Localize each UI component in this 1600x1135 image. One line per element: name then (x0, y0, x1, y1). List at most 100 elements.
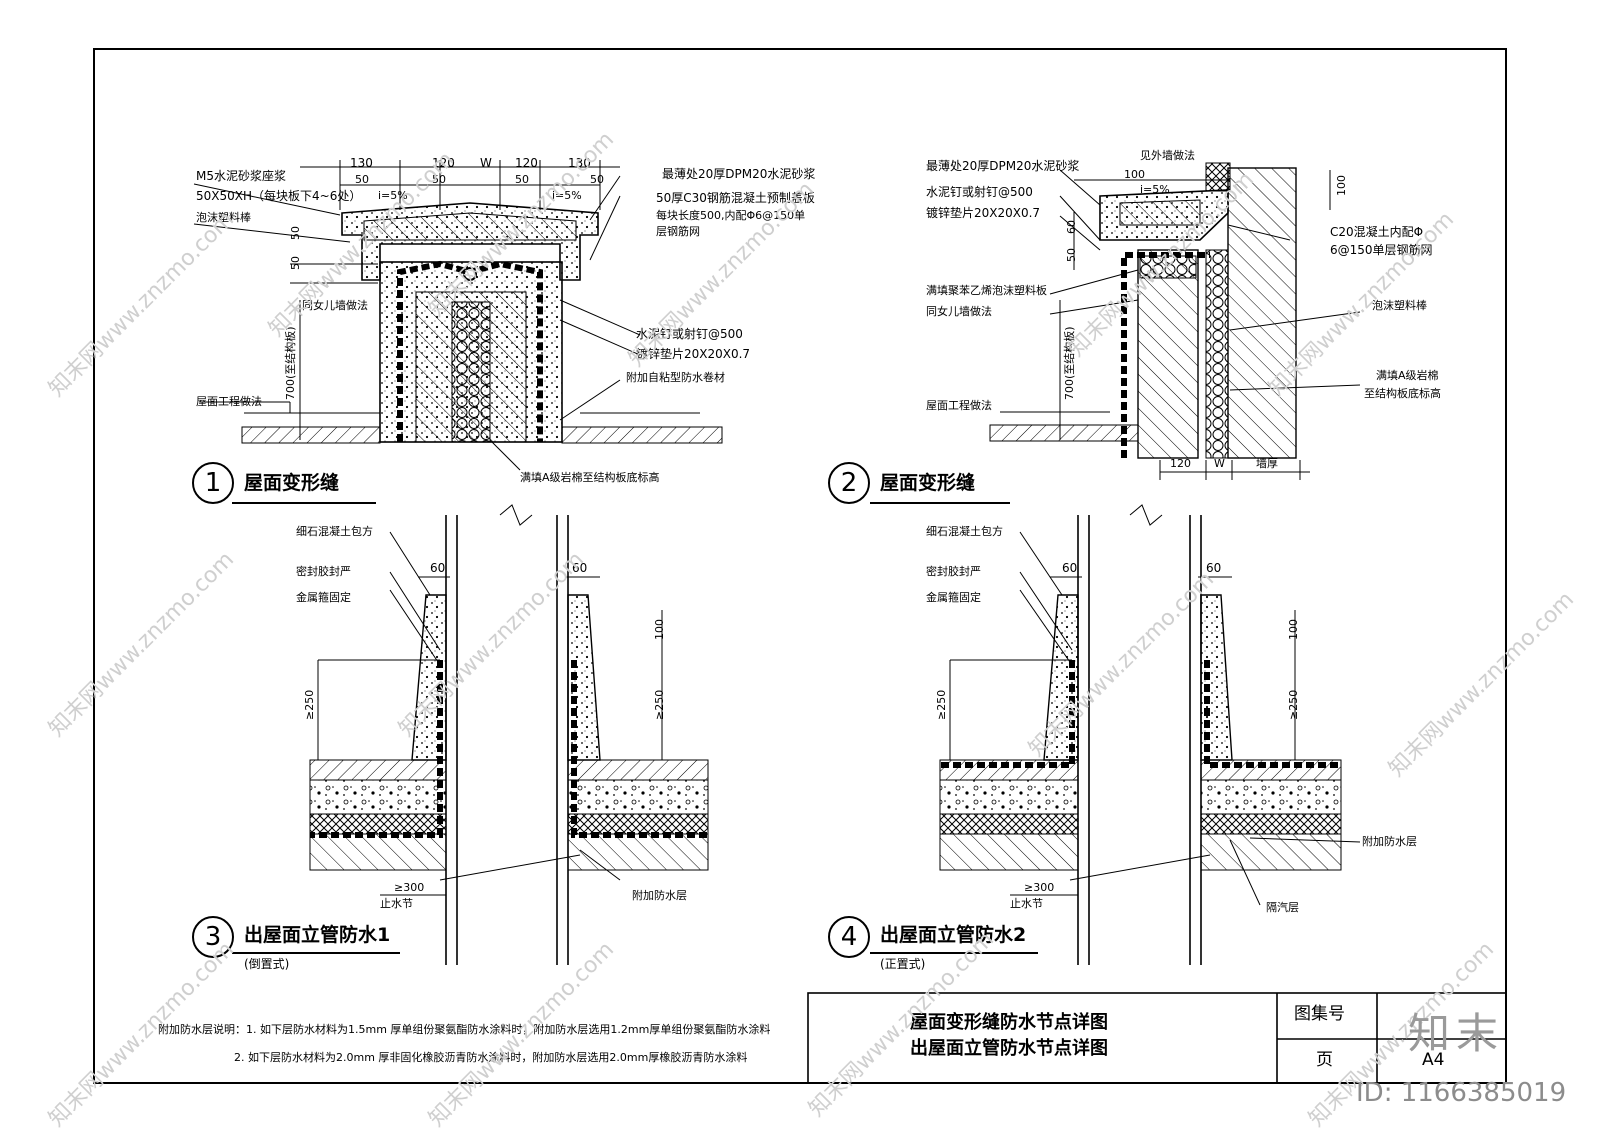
label-v50b: 50 (289, 226, 302, 240)
label-parapet: 同女儿墙做法 (302, 299, 368, 312)
detail-3-underline (232, 952, 400, 954)
d4-dim-60b: 60 (1206, 561, 1222, 575)
d2-dim-w: W (1214, 457, 1225, 470)
d2-dim-v50: 50 (1065, 248, 1078, 262)
dim-120-left: 120 (432, 156, 455, 170)
d2-label-parapet: 同女儿墙做法 (926, 305, 992, 318)
d2-label-roof: 屋面工程做法 (926, 399, 992, 412)
watermark-id: ID: 1166385019 (1356, 1078, 1567, 1108)
dim-50-c: 50 (515, 173, 529, 186)
dim-120-right: 120 (515, 156, 538, 170)
d2-dim-120: 120 (1170, 457, 1191, 470)
slope-left: i=5% (378, 189, 408, 202)
d2-label-nail: 水泥钉或射钉@500 (926, 185, 1033, 199)
sheet-border (93, 48, 1507, 1084)
page-label: 页 (1316, 1050, 1333, 1070)
dim-w: W (480, 156, 492, 170)
detail-1-drawing (193, 160, 723, 471)
d2-label-wool2: 至结构板底标高 (1364, 387, 1441, 400)
d3-dim-250a: ≥250 (303, 689, 316, 720)
d4-label-stop: 止水节 (1010, 897, 1043, 910)
d2-label-ext-wall: 见外墙做法 (1140, 149, 1195, 162)
d3-dim-250b: ≥250 (653, 689, 666, 720)
d2-label-wool: 满填A级岩棉 (1376, 369, 1439, 382)
d3-label-stop: 止水节 (380, 897, 413, 910)
label-foam-rod: 泡沫塑料棒 (196, 211, 251, 224)
label-v50a: 50 (289, 256, 302, 270)
d3-label-concrete: 细石混凝土包方 (296, 525, 373, 538)
detail-3-drawing (309, 504, 709, 965)
atlas-number-label: 图集号 (1294, 1004, 1345, 1024)
title-block (807, 992, 1507, 1084)
label-cover2: 每块长度500,内配Φ6@150单 (656, 209, 806, 222)
label-roof: 屋面工程做法 (196, 395, 262, 408)
detail-3-title: 出屋面立管防水1 (244, 924, 391, 946)
d4-label-sealant: 密封胶封严 (926, 565, 981, 578)
label-height: 700(至结构板) (284, 326, 297, 400)
d2-dim-v60: 60 (1065, 220, 1078, 234)
detail-1-number: 1 (192, 462, 234, 504)
label-block: 50X50XH（每块板下4~6处） (196, 189, 362, 203)
d2-dim-v100: 100 (1335, 175, 1348, 196)
label-mortar: M5水泥砂浆座浆 (196, 169, 286, 183)
slope-right: i=5% (552, 189, 582, 202)
note-line-1: 附加防水层说明：1. 如下层防水材料为1.5mm 厚单组份聚氨酯防水涂料时，附加… (158, 1023, 771, 1036)
label-nail: 水泥钉或射钉@500 (636, 327, 743, 341)
titleblock-title-1: 屋面变形缝防水节点详图 (910, 1012, 1108, 1033)
d2-label-washer: 镀锌垫片20X20X0.7 (926, 206, 1041, 220)
watermark-logo: 知末 (1408, 1009, 1505, 1058)
d2-dim-wall: 墙厚 (1256, 457, 1278, 470)
d4-dim-60a: 60 (1062, 561, 1078, 575)
dim-130-right: 130 (568, 156, 591, 170)
detail-4-number: 4 (828, 916, 870, 958)
detail-2-title: 屋面变形缝 (880, 472, 976, 494)
detail-2-underline (870, 502, 1010, 504)
detail-2-drawing (989, 162, 1361, 480)
d2-label-c20: C20混凝土内配Φ (1330, 225, 1424, 239)
detail-1-title: 屋面变形缝 (244, 472, 340, 494)
page-value: A4 (1422, 1050, 1445, 1070)
detail-1-underline (232, 502, 376, 504)
detail-4-subtitle: (正置式) (880, 957, 926, 971)
dim-50-a: 50 (355, 173, 369, 186)
dim-50-b: 50 (432, 173, 446, 186)
dim-50-d: 50 (590, 173, 604, 186)
label-cover3: 层钢筋网 (656, 225, 700, 238)
d2-label-height: 700(至结构板) (1063, 326, 1076, 400)
d4-dim-300: ≥300 (1024, 881, 1055, 894)
d4-dim-250a: ≥250 (935, 689, 948, 720)
d4-dim-100: 100 (1287, 619, 1300, 640)
detail-3-subtitle: (倒置式) (244, 957, 290, 971)
d3-label-extra: 附加防水层 (632, 889, 687, 902)
label-cover: 50厚C30钢筋混凝土预制盖板 (656, 191, 815, 205)
d3-label-sealant: 密封胶封严 (296, 565, 351, 578)
d2-slope: i=5% (1140, 183, 1170, 196)
detail-3-number: 3 (192, 916, 234, 958)
d2-dim-100: 100 (1124, 168, 1145, 181)
d4-label-extra: 附加防水层 (1362, 835, 1417, 848)
d4-label-concrete: 细石混凝土包方 (926, 525, 1003, 538)
detail-4-underline (870, 952, 1038, 954)
label-membrane: 附加自粘型防水卷材 (626, 371, 725, 384)
d4-label-vapor: 隔汽层 (1266, 901, 1299, 914)
d4-label-hoop: 金属箍固定 (926, 591, 981, 604)
d2-label-eps: 满填聚苯乙烯泡沫塑料板 (926, 284, 1047, 297)
label-fill: 满填A级岩棉至结构板底标高 (520, 471, 660, 484)
d4-dim-250b: ≥250 (1287, 689, 1300, 720)
d3-dim-100: 100 (653, 619, 666, 640)
note-line-2: 2. 如下层防水材料为2.0mm 厚非固化橡胶沥青防水涂料时，附加防水层选用2.… (234, 1051, 748, 1064)
d2-label-c20b: 6@150单层钢筋网 (1330, 243, 1433, 257)
d2-label-dpm: 最薄处20厚DPM20水泥砂浆 (926, 159, 1080, 173)
d3-dim-60a: 60 (430, 561, 446, 575)
detail-4-drawing (939, 504, 1361, 965)
label-dpm: 最薄处20厚DPM20水泥砂浆 (662, 167, 816, 181)
d3-label-hoop: 金属箍固定 (296, 591, 351, 604)
detail-4-title: 出屋面立管防水2 (880, 924, 1027, 946)
d3-dim-300: ≥300 (394, 881, 425, 894)
titleblock-title-2: 出屋面立管防水节点详图 (910, 1038, 1108, 1059)
d2-label-foam-rod: 泡沫塑料棒 (1372, 299, 1427, 312)
detail-2-number: 2 (828, 462, 870, 504)
d3-dim-60b: 60 (572, 561, 588, 575)
